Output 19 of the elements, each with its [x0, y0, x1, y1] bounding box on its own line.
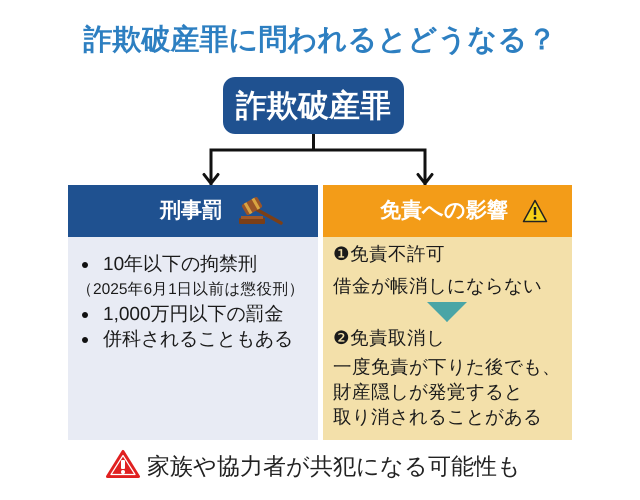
list-item: 1,000万円以下の罰金: [103, 303, 284, 327]
title: 詐欺破産罪に問われるとどうなる？: [84, 22, 556, 58]
panel-heading: 免責への影響: [380, 198, 508, 224]
item-text: 借金が帳消しにならない: [333, 274, 542, 298]
list-item: 10年以下の拘禁刑: [103, 253, 258, 277]
note: （2025年6月1日以前は懲役刑）: [77, 280, 305, 300]
arrow: [208, 132, 428, 152]
arrow: [416, 150, 434, 185]
list-item: 併科されることもある: [103, 328, 293, 352]
arrow: [427, 302, 467, 322]
item-heading: ❶免責不許可: [333, 242, 445, 266]
panel: [68, 185, 318, 440]
warning-note: 家族や協力者が共犯になる可能性も: [147, 452, 521, 481]
arrow: [202, 150, 220, 185]
topic-box: 詐欺破産罪: [223, 77, 404, 134]
item-text: 一度免責が下りた後でも、財産隠しが発覚すると取り消されることがある: [333, 355, 561, 429]
item-heading: ❷免責取消し: [333, 326, 445, 350]
panel-heading: 刑事罰: [160, 198, 223, 224]
panel: [323, 185, 572, 440]
